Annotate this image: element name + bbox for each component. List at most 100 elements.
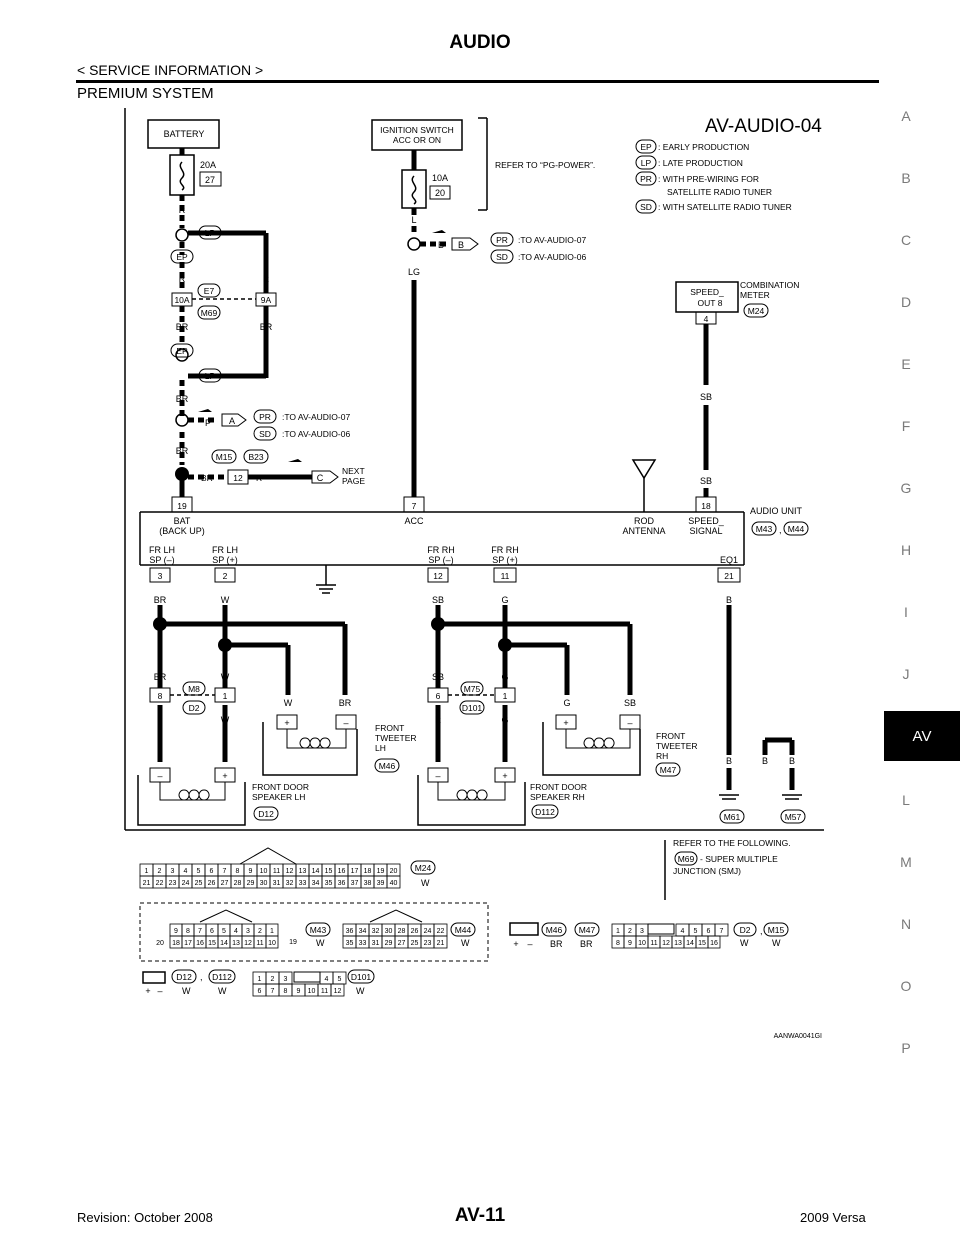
pill-cm-M47 (574, 922, 600, 937)
connector-pin-number: 40 (390, 880, 398, 887)
section-index-i[interactable]: I (904, 604, 908, 620)
section-index-m[interactable]: M (900, 854, 912, 870)
label-c-BR: BR (176, 394, 189, 404)
label-col-BR: BR (580, 939, 593, 949)
connector-pin-number: 8 (616, 940, 620, 947)
section-index-g[interactable]: G (900, 480, 912, 496)
section-index-n[interactable]: N (900, 916, 912, 932)
connector-pin-number: 32 (372, 928, 380, 935)
pill-codeLP (198, 368, 222, 383)
connector-pin-number: 36 (338, 880, 346, 887)
code-codeLP: LP (205, 371, 216, 381)
section-index-f[interactable]: F (901, 418, 911, 434)
section-index-d[interactable]: D (900, 294, 912, 310)
section-index-b[interactable]: B (901, 170, 911, 186)
label-col-W: W (772, 938, 781, 948)
connector-pin-number: 30 (260, 880, 268, 887)
connector-pin-number: 1 (270, 928, 274, 935)
connector-pin-number: 10 (638, 940, 646, 947)
label-dr-lh1: FRONT DOOR (252, 782, 309, 792)
label-to07: :TO AV-AUDIO-07 (518, 235, 586, 245)
label-col-W: W (218, 986, 227, 996)
pill-cm-M61 (719, 809, 745, 824)
connector-pin-number: 36 (346, 928, 354, 935)
connector-pin-number: 33 (299, 880, 307, 887)
label-pin1: 1 (503, 691, 508, 701)
pill-codePR (490, 232, 514, 247)
connector-pin-number: 14 (686, 940, 694, 947)
code-cm-D12: D12 (258, 809, 274, 819)
pill-cm-M47 (655, 762, 681, 777)
connector-pin-number: 5 (197, 868, 201, 875)
connector-pin-number: 37 (351, 880, 359, 887)
connector-pin-number: 4 (325, 976, 329, 983)
section-index-e[interactable]: E (901, 356, 911, 372)
label-to07: :TO AV-AUDIO-07 (282, 412, 350, 422)
label-c-P: P (205, 418, 211, 428)
section-index-j[interactable]: J (902, 666, 910, 682)
connector-pin-number: 16 (338, 868, 346, 875)
label-col-W: W (356, 986, 365, 996)
label-c-SB: SB (432, 595, 444, 605)
label-tw-rh2: TWEETER (656, 741, 698, 751)
section-index-o[interactable]: O (900, 978, 912, 994)
label-frrh-neg2: SP (–) (428, 555, 453, 565)
connector-pin-number: 1 (258, 976, 262, 983)
legend-text-3: SATELLITE RADIO TUNER (667, 187, 772, 197)
code-cm-D112: D112 (535, 807, 555, 817)
connector-pin-number: 16 (710, 940, 718, 947)
pill-cm-B23 (243, 449, 269, 464)
connector-pin-number: 4 (681, 928, 685, 935)
section-tab-av[interactable]: AV (884, 711, 960, 761)
connector-pin-number: 2 (271, 976, 275, 983)
label-sym-plus: + (513, 939, 518, 949)
connector-pin-number: 6 (707, 928, 711, 935)
connector-pin-number: 38 (364, 880, 372, 887)
label-c-W: W (221, 715, 230, 725)
code-cm-M75: M75 (464, 684, 481, 694)
label-c-G: G (563, 698, 570, 708)
connector-pin-number: 22 (437, 928, 445, 935)
pill-jc-M69 (674, 851, 698, 866)
label-c-B: B (726, 756, 732, 766)
image-code: AANWA0041GI (774, 1033, 822, 1040)
label-m43-right: 19 (289, 939, 297, 946)
section-index-p[interactable]: P (901, 1040, 911, 1056)
connector-pin-number: 10 (308, 988, 316, 995)
section-index-l[interactable]: L (902, 792, 910, 808)
code-cm-D2: D2 (189, 703, 200, 713)
connector-pin-number: 2 (258, 928, 262, 935)
connector-pin-number: 26 (208, 880, 216, 887)
connector-pin-number: 5 (338, 976, 342, 983)
section-index-h[interactable]: H (900, 542, 912, 558)
label-c-B: B (762, 756, 768, 766)
code-codeSD: SD (496, 252, 508, 262)
label-comma: , (760, 926, 763, 936)
label-frrh-pos2: SP (+) (492, 555, 518, 565)
label-smj2: JUNCTION (SMJ) (673, 866, 741, 876)
pill-cm-D112 (208, 969, 236, 984)
pill-codeSD (253, 426, 277, 441)
connector-pin-number: 39 (377, 880, 385, 887)
label-col-W: W (740, 938, 749, 948)
connector-pin-number: 14 (312, 868, 320, 875)
label-tw-rh3: RH (656, 751, 668, 761)
code-cm-M44: M44 (455, 925, 472, 935)
code-jc-E7: E7 (204, 286, 215, 296)
code-codeEP: EP (176, 346, 188, 356)
connector-pin-number: 2 (628, 928, 632, 935)
connector-pin-number: 12 (334, 988, 342, 995)
label-bat-label2: (BACK UP) (159, 526, 205, 536)
section-index-a[interactable]: A (901, 108, 911, 124)
label-speed-out1: SPEED_ (690, 287, 724, 297)
label-jc-9A: 9A (261, 295, 272, 305)
code-cm-D112: D112 (212, 972, 232, 982)
label-c-BR: BR (154, 595, 167, 605)
code-cm-M44: M44 (788, 524, 805, 534)
connector-pin-number: 19 (377, 868, 385, 875)
service-information-label: < SERVICE INFORMATION > (77, 62, 264, 78)
section-index-c[interactable]: C (900, 232, 912, 248)
label-col-W: W (316, 938, 325, 948)
label-c-R: R (256, 473, 262, 483)
label-rod1: ROD (634, 516, 655, 526)
